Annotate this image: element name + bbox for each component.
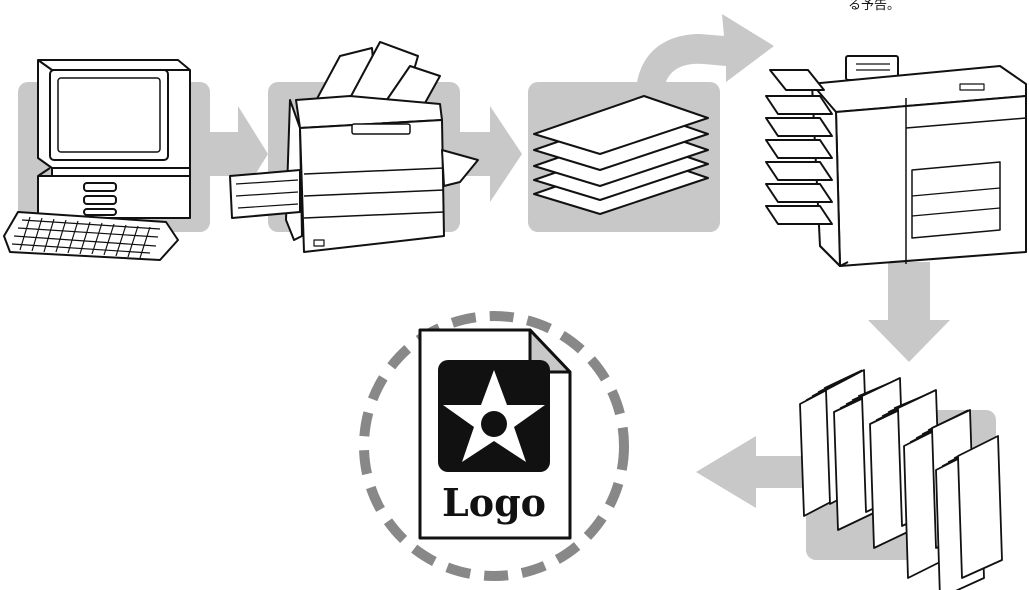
right-arrow-icon	[458, 106, 522, 202]
down-arrow-icon	[868, 262, 950, 362]
curved-arrow-icon	[598, 14, 774, 90]
printer-icon	[230, 42, 478, 252]
logo-document-icon: Logo	[420, 330, 570, 538]
left-arrow-icon	[696, 436, 808, 508]
logo-text: Logo	[442, 480, 546, 525]
copier-finisher-icon	[766, 56, 1026, 266]
